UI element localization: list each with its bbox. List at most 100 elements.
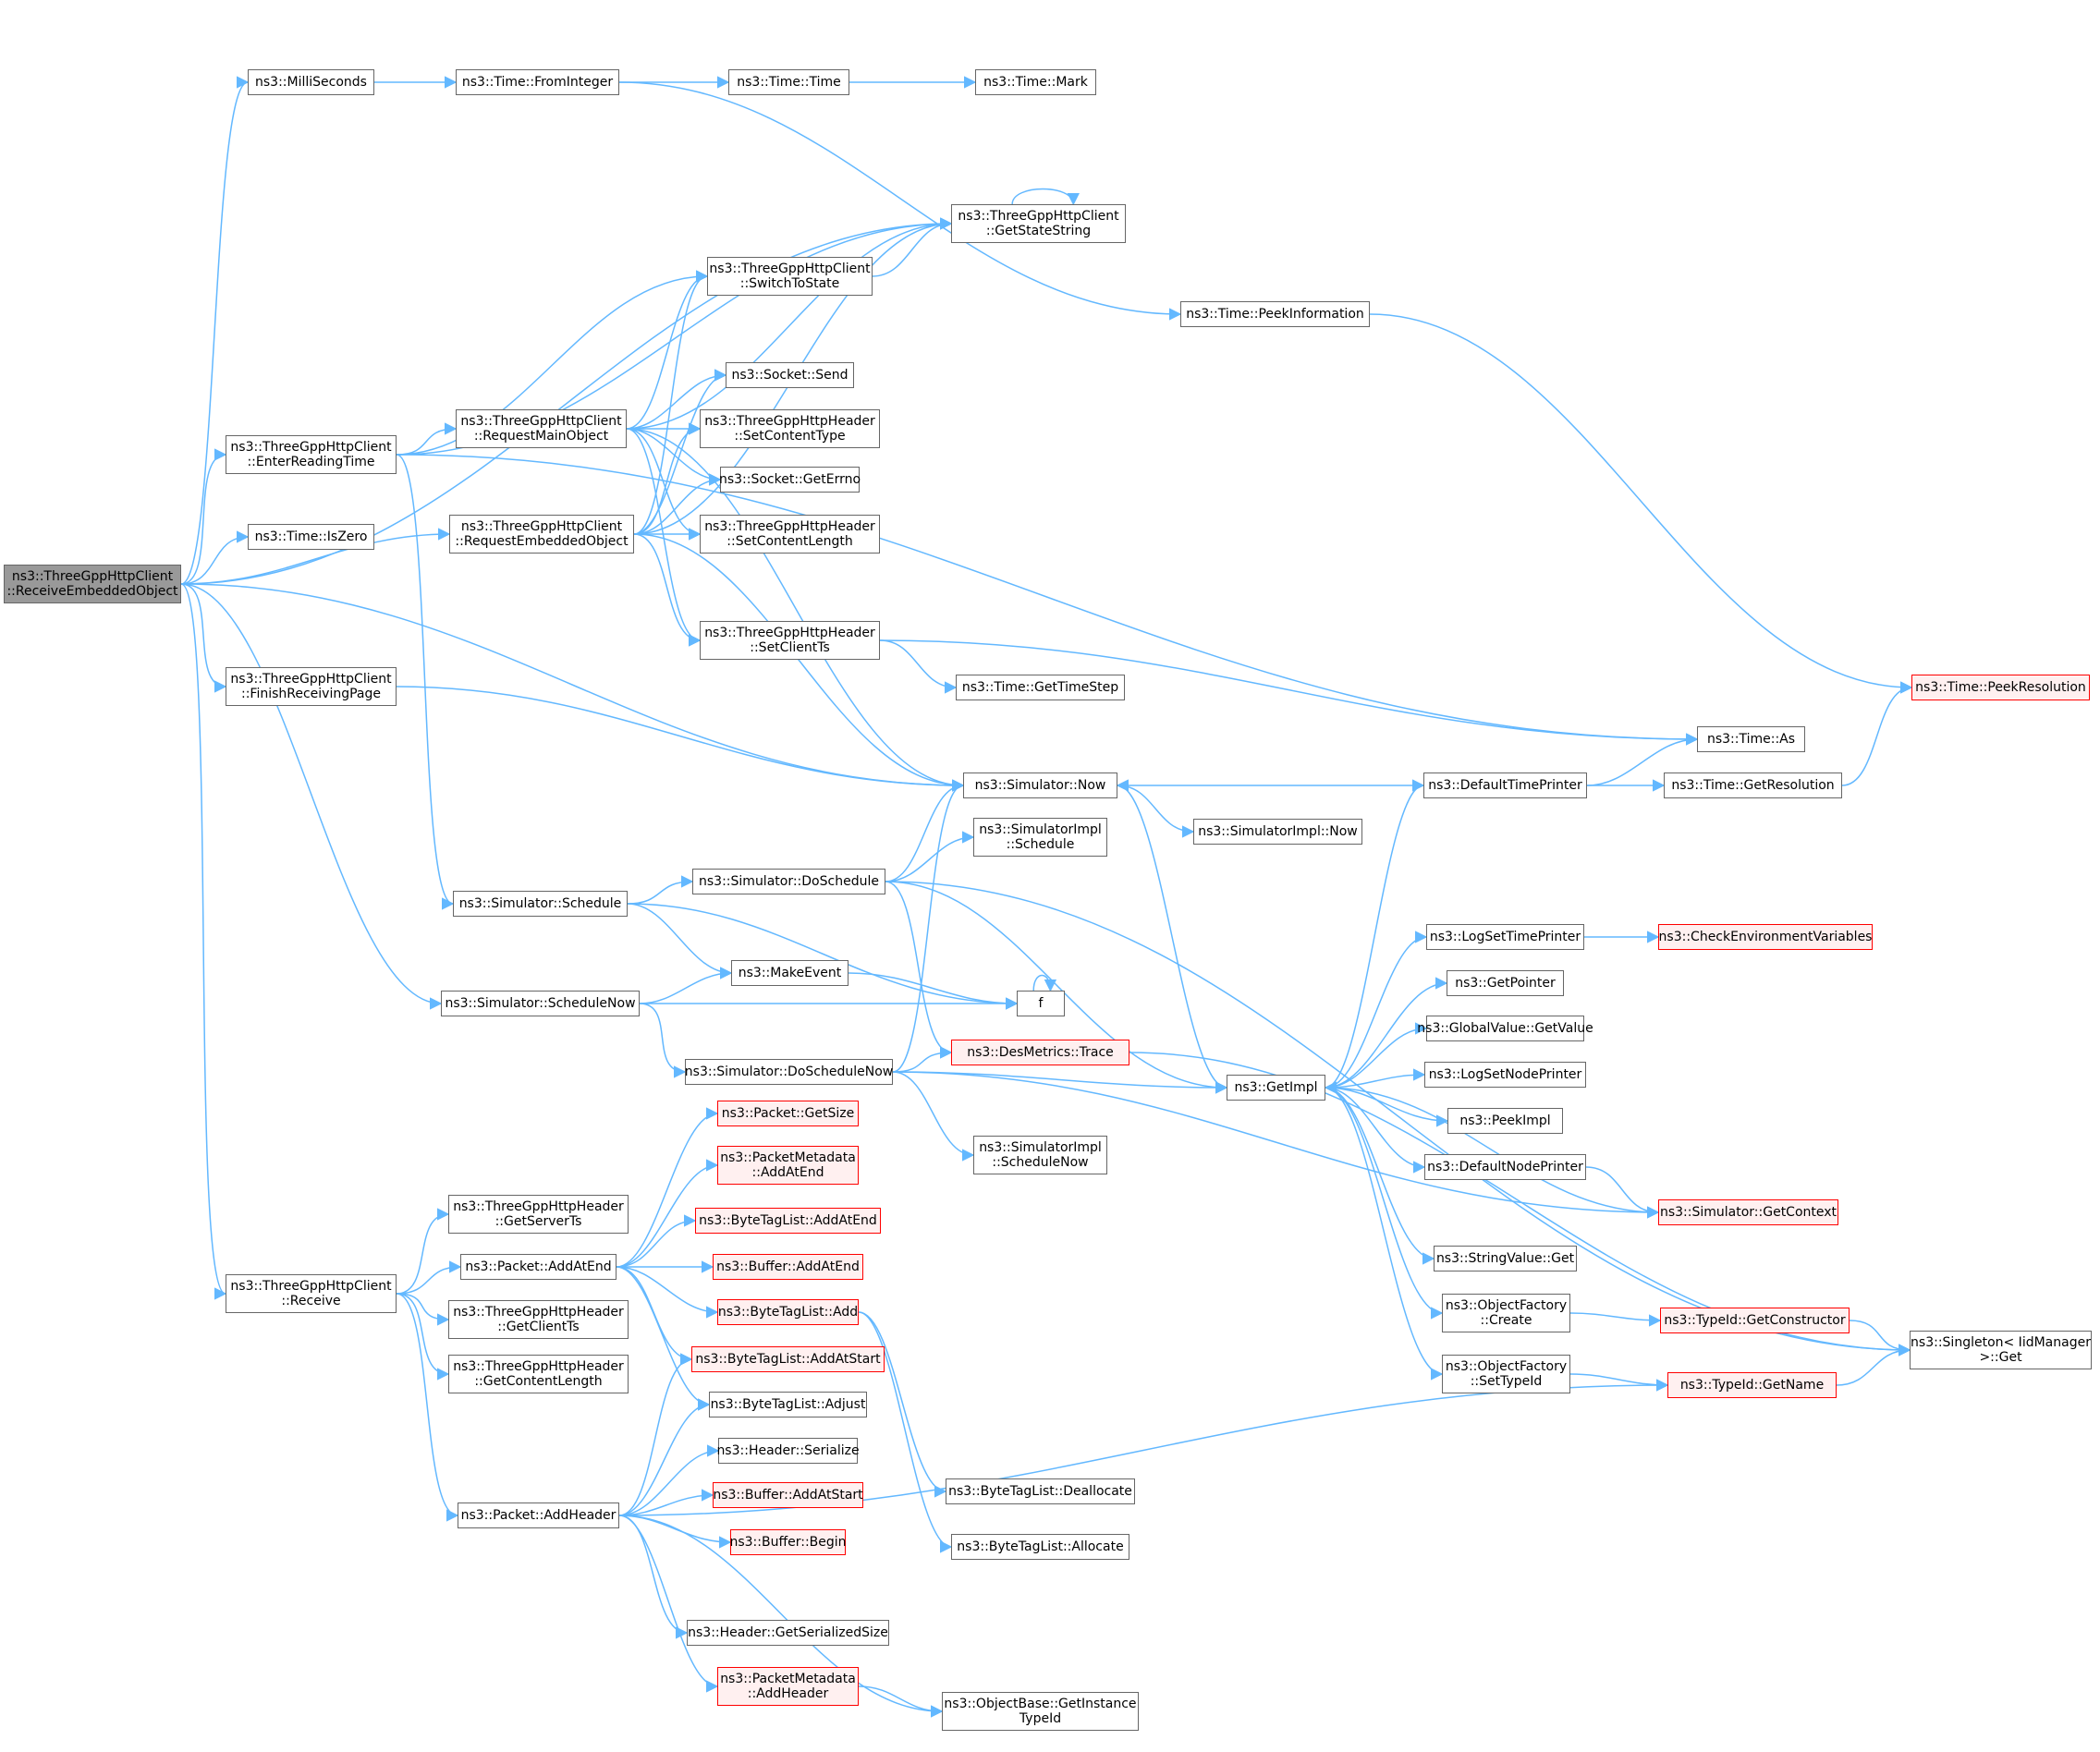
graph-node-label: ns3::Buffer::AddAtEnd <box>716 1259 860 1274</box>
graph-node-of-create[interactable]: ns3::ObjectFactory::Create <box>1442 1294 1570 1332</box>
graph-node-pm-addheader[interactable]: ns3::PacketMetadata::AddHeader <box>717 1667 859 1706</box>
graph-node-checkenv[interactable]: ns3::CheckEnvironmentVariables <box>1658 924 1873 950</box>
graph-node-buffer-addatstart[interactable]: ns3::Buffer::AddAtStart <box>713 1482 863 1508</box>
graph-node-getcontentlength[interactable]: ns3::ThreeGppHttpHeader::GetContentLengt… <box>448 1355 629 1393</box>
graph-node-label: ns3::CheckEnvironmentVariables <box>1658 930 1873 944</box>
graph-node-getconstructor[interactable]: ns3::TypeId::GetConstructor <box>1660 1308 1850 1333</box>
graph-node-btl-allocate[interactable]: ns3::ByteTagList::Allocate <box>951 1534 1129 1560</box>
graph-node-getimpl[interactable]: ns3::GetImpl <box>1227 1075 1325 1101</box>
graph-node-label: ns3::ByteTagList::AddAtEnd <box>699 1213 877 1228</box>
graph-edge-dosschedulenow-to-sim-getcontext <box>892 1071 1660 1219</box>
graph-node-buffer-begin[interactable]: ns3::Buffer::Begin <box>729 1529 847 1555</box>
graph-edge-enterreadingtime-to-sim-schedule <box>396 454 455 910</box>
graph-node-label: ns3::Time::GetResolution <box>1671 778 1835 793</box>
graph-node-peekinformation[interactable]: ns3::Time::PeekInformation <box>1180 301 1370 327</box>
graph-node-label: ::GetClientTs <box>497 1320 580 1334</box>
graph-node-simimpl-schedulenow[interactable]: ns3::SimulatorImpl::ScheduleNow <box>973 1136 1107 1174</box>
graph-node-label: ns3::Time::PeekResolution <box>1915 680 2086 695</box>
graph-node-time-iszero[interactable]: ns3::Time::IsZero <box>248 524 374 550</box>
graph-node-label: ns3::Packet::AddAtEnd <box>465 1259 612 1274</box>
graph-node-f[interactable]: f <box>1017 991 1065 1016</box>
graph-node-btl-addatend[interactable]: ns3::ByteTagList::AddAtEnd <box>695 1208 881 1234</box>
graph-node-label: ::SetClientTs <box>750 640 830 655</box>
graph-node-time-time[interactable]: ns3::Time::Time <box>728 69 849 95</box>
graph-edge-typeid-getname-to-singleton-get <box>1836 1344 1911 1386</box>
graph-node-getpointer[interactable]: ns3::GetPointer <box>1447 970 1564 996</box>
graph-node-getstatestring[interactable]: ns3::ThreeGppHttpClient::GetStateString <box>951 204 1126 243</box>
graph-node-sim-now[interactable]: ns3::Simulator::Now <box>963 773 1117 798</box>
graph-node-peekimpl[interactable]: ns3::PeekImpl <box>1447 1108 1563 1134</box>
graph-node-dosschedulenow[interactable]: ns3::Simulator::DoScheduleNow <box>685 1059 893 1085</box>
graph-node-label: ns3::Socket::GetErrno <box>718 472 861 487</box>
graph-node-simimpl-now[interactable]: ns3::SimulatorImpl::Now <box>1193 819 1362 845</box>
graph-node-receive[interactable]: ns3::ThreeGppHttpClient::Receive <box>226 1274 397 1313</box>
graph-node-label: ns3::Time::PeekInformation <box>1186 307 1364 322</box>
graph-node-btl-addatstart[interactable]: ns3::ByteTagList::AddAtStart <box>691 1346 885 1372</box>
graph-node-stringvalue-get[interactable]: ns3::StringValue::Get <box>1434 1246 1577 1271</box>
graph-edge-root-to-sim-now <box>180 583 965 792</box>
graph-node-setcontenttype[interactable]: ns3::ThreeGppHttpHeader::SetContentType <box>700 409 880 448</box>
graph-edge-of-create-to-getconstructor <box>1569 1312 1662 1327</box>
graph-node-buffer-addatend[interactable]: ns3::Buffer::AddAtEnd <box>713 1254 863 1280</box>
graph-node-time-mark[interactable]: ns3::Time::Mark <box>975 69 1096 95</box>
graph-edge-getimpl-to-of-create <box>1325 1087 1444 1320</box>
graph-node-getserverts[interactable]: ns3::ThreeGppHttpHeader::GetServerTs <box>448 1195 629 1234</box>
graph-node-socket-geterrno[interactable]: ns3::Socket::GetErrno <box>718 467 861 493</box>
graph-node-requestembedded[interactable]: ns3::ThreeGppHttpClient::RequestEmbedded… <box>449 515 634 554</box>
graph-node-desmetrics-trace[interactable]: ns3::DesMetrics::Trace <box>951 1040 1129 1065</box>
graph-node-packet-getsize[interactable]: ns3::Packet::GetSize <box>717 1101 859 1126</box>
graph-node-header-getserializedsize[interactable]: ns3::Header::GetSerializedSize <box>687 1620 889 1646</box>
graph-edge-schedulenow-to-makeevent <box>639 967 733 1004</box>
graph-node-setclientts[interactable]: ns3::ThreeGppHttpHeader::SetClientTs <box>700 621 880 660</box>
graph-node-label: ns3::ThreeGppHttpClient <box>958 209 1119 224</box>
graph-node-btl-deallocate[interactable]: ns3::ByteTagList::Deallocate <box>946 1478 1135 1504</box>
graph-node-label: ns3::Time::Time <box>737 75 841 90</box>
graph-node-getclientts[interactable]: ns3::ThreeGppHttpHeader::GetClientTs <box>448 1300 629 1339</box>
graph-node-milliseconds[interactable]: ns3::MilliSeconds <box>248 69 374 95</box>
graph-node-defaultnodeprinter[interactable]: ns3::DefaultNodePrinter <box>1424 1154 1586 1180</box>
graph-node-btl-add[interactable]: ns3::ByteTagList::Add <box>717 1299 859 1325</box>
graph-node-of-settypeid[interactable]: ns3::ObjectFactory::SetTypeId <box>1442 1355 1570 1393</box>
graph-node-sim-schedule[interactable]: ns3::Simulator::Schedule <box>453 891 628 917</box>
graph-node-time-as[interactable]: ns3::Time::As <box>1697 726 1805 752</box>
graph-node-label: ns3::PacketMetadata <box>720 1150 856 1165</box>
graph-node-getresolution[interactable]: ns3::Time::GetResolution <box>1664 773 1842 798</box>
graph-node-globalvalue-getvalue[interactable]: ns3::GlobalValue::GetValue <box>1417 1016 1593 1041</box>
graph-node-peekresolution[interactable]: ns3::Time::PeekResolution <box>1911 675 2090 700</box>
graph-edge-receive-to-getserverts <box>396 1208 450 1295</box>
graph-node-packet-addatend[interactable]: ns3::Packet::AddAtEnd <box>460 1254 617 1280</box>
graph-node-switchtostate[interactable]: ns3::ThreeGppHttpClient::SwitchToState <box>707 257 873 296</box>
graph-edge-dosschedulenow-to-simimpl-schedulenow <box>892 1071 975 1162</box>
graph-node-root[interactable]: ns3::ThreeGppHttpClient::ReceiveEmbedded… <box>4 565 181 603</box>
graph-node-socket-send[interactable]: ns3::Socket::Send <box>726 362 854 388</box>
graph-node-label: ::ReceiveEmbeddedObject <box>6 584 178 599</box>
graph-node-schedulenow[interactable]: ns3::Simulator::ScheduleNow <box>441 991 640 1016</box>
graph-node-typeid-getname[interactable]: ns3::TypeId::GetName <box>1667 1372 1837 1398</box>
graph-edge-getimpl-to-peekimpl <box>1325 1087 1449 1127</box>
graph-edge-requestmainobject-to-setcontentlength <box>626 428 702 541</box>
graph-node-label: ns3::MakeEvent <box>738 966 842 980</box>
graph-node-pm-addatend[interactable]: ns3::PacketMetadata::AddAtEnd <box>717 1146 859 1185</box>
graph-node-enterreadingtime[interactable]: ns3::ThreeGppHttpClient::EnterReadingTim… <box>226 435 397 474</box>
graph-node-sim-getcontext[interactable]: ns3::Simulator::GetContext <box>1658 1199 1838 1225</box>
graph-node-gettimestep[interactable]: ns3::Time::GetTimeStep <box>956 675 1125 700</box>
graph-node-setcontentlength[interactable]: ns3::ThreeGppHttpHeader::SetContentLengt… <box>700 515 880 554</box>
graph-node-makeevent[interactable]: ns3::MakeEvent <box>731 960 849 986</box>
graph-node-logsettimeprinter[interactable]: ns3::LogSetTimePrinter <box>1426 924 1584 950</box>
graph-node-requestmainobject[interactable]: ns3::ThreeGppHttpClient::RequestMainObje… <box>456 409 627 448</box>
graph-node-label: ns3::ThreeGppHttpClient <box>460 414 622 429</box>
graph-node-finishreceiving[interactable]: ns3::ThreeGppHttpClient::FinishReceiving… <box>226 667 397 706</box>
graph-node-doschedule[interactable]: ns3::Simulator::DoSchedule <box>692 869 885 894</box>
graph-node-defaulttimeprinter[interactable]: ns3::DefaultTimePrinter <box>1423 773 1587 798</box>
graph-node-packet-addheader[interactable]: ns3::Packet::AddHeader <box>458 1503 619 1528</box>
graph-node-logsetnodeprinter[interactable]: ns3::LogSetNodePrinter <box>1424 1062 1586 1088</box>
graph-node-header-serialize[interactable]: ns3::Header::Serialize <box>716 1438 860 1464</box>
graph-node-simimpl-schedule[interactable]: ns3::SimulatorImpl::Schedule <box>973 818 1107 857</box>
graph-node-singleton-get[interactable]: ns3::Singleton< IidManager >::Get <box>1910 1331 2092 1369</box>
graph-node-label: ns3::LogSetTimePrinter <box>1429 930 1581 944</box>
graph-edge-peekinformation-to-peekresolution <box>1369 313 1913 694</box>
graph-node-frominteger[interactable]: ns3::Time::FromInteger <box>456 69 619 95</box>
graph-node-btl-adjust[interactable]: ns3::ByteTagList::Adjust <box>709 1392 867 1417</box>
